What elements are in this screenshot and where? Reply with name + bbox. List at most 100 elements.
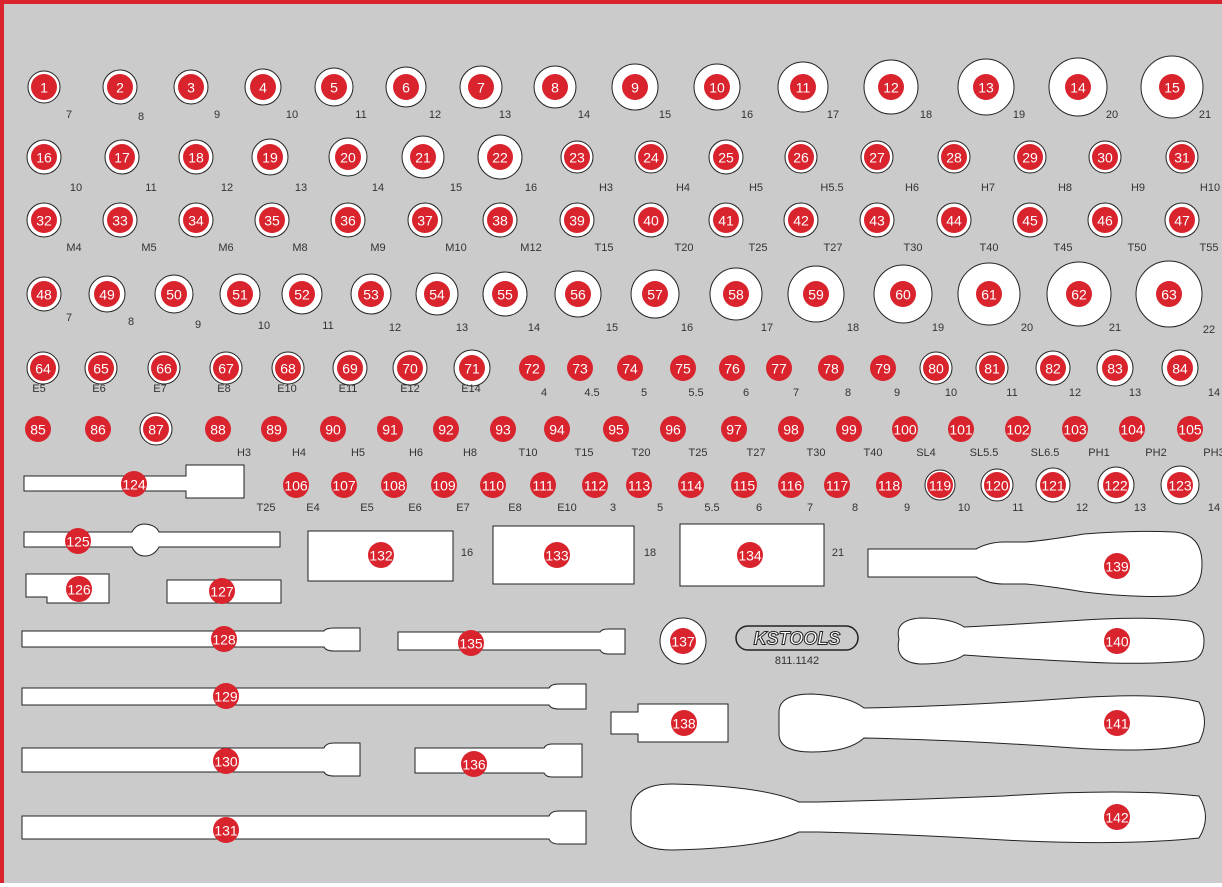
number-badge-label: 79	[875, 361, 891, 377]
number-badge-label: 30	[1097, 150, 1113, 166]
socket-size-label: M10	[445, 242, 466, 254]
extension-135-slot	[398, 629, 625, 654]
number-badge-label: 47	[1174, 213, 1190, 229]
socket-number-badge: 65	[88, 355, 114, 381]
socket-number-badge: 102	[1005, 416, 1031, 442]
number-badge-label: 16	[36, 150, 52, 166]
socket-number-badge: 100	[892, 416, 918, 442]
socket-size-label: T30	[807, 447, 826, 459]
number-badge-label: 113	[628, 478, 651, 494]
number-badge-label: 89	[266, 422, 282, 438]
number-badge-label: 55	[497, 287, 513, 303]
size-label-t25: T25	[257, 502, 276, 514]
socket-size-label: 13	[499, 109, 511, 121]
number-badge-label: 29	[1022, 150, 1038, 166]
number-badge-label: 1	[40, 80, 48, 96]
socket-size-label: H4	[676, 182, 690, 194]
number-badge-label: 62	[1071, 287, 1087, 303]
socket-number-badge: 38	[487, 207, 513, 233]
number-badge-label: 33	[112, 213, 128, 229]
socket-size-label: 11	[145, 182, 156, 194]
socket-number-badge: 118	[876, 472, 902, 498]
number-badge-label: 87	[148, 422, 164, 438]
article-number: 811.1142	[775, 655, 819, 667]
number-badge-label: 8	[551, 80, 559, 96]
socket-size-label: 14	[528, 322, 540, 334]
number-badge-label: 9	[631, 80, 639, 96]
socket-size-label: 5.5	[688, 387, 703, 399]
number-badge-label: 108	[382, 478, 406, 494]
number-badge-label: 94	[549, 422, 565, 438]
number-badge-label: 63	[1161, 287, 1177, 303]
number-badge-label: 39	[569, 213, 585, 229]
ratchet-handle-140-slot	[898, 618, 1204, 664]
number-badge-label: 75	[675, 361, 691, 377]
tool-number-badge: 127	[209, 578, 235, 604]
socket-size-label: T10	[519, 447, 538, 459]
socket-size-label: 7	[793, 387, 799, 399]
socket-number-badge: 2	[107, 74, 133, 100]
socket-size-label: T55	[1200, 242, 1219, 254]
socket-size-label: 8	[128, 316, 134, 328]
socket-size-label: 7	[66, 109, 72, 121]
socket-size-label: 10	[70, 182, 82, 194]
socket-size-label: H7	[981, 182, 995, 194]
socket-size-label: 13	[456, 322, 468, 334]
socket-size-label: 5	[657, 502, 663, 514]
socket-slot: 4	[541, 387, 547, 399]
socket-slot: E6	[408, 502, 421, 514]
socket-number-badge: 71	[459, 355, 485, 381]
number-badge-label: 126	[67, 582, 91, 598]
socket-number-badge: 35	[259, 207, 285, 233]
socket-number-badge: 49	[94, 281, 120, 307]
socket-size-label: E8	[508, 502, 521, 514]
socket-size-label: 19	[1013, 109, 1025, 121]
socket-size-label: 19	[932, 322, 944, 334]
number-badge-label: 31	[1174, 150, 1190, 166]
socket-size-label: 7	[66, 312, 72, 324]
socket-number-badge: 45	[1017, 207, 1043, 233]
socket-size-label: 17	[827, 109, 839, 121]
socket-number-badge: 103	[1062, 416, 1088, 442]
adapter-138-slot	[611, 704, 728, 742]
socket-number-badge: 117	[824, 472, 850, 498]
tool-number-badge: 126	[66, 576, 92, 602]
socket-size-label: 15	[606, 322, 618, 334]
tool-cutout	[898, 618, 1204, 664]
socket-size-label: E4	[306, 502, 319, 514]
number-badge-label: 35	[264, 213, 280, 229]
socket-number-badge: 105	[1177, 416, 1203, 442]
number-badge-label: 14	[1070, 80, 1086, 96]
tool-number-badge: 141	[1104, 710, 1130, 736]
socket-number-badge: 37	[412, 207, 438, 233]
number-badge-label: 95	[608, 422, 624, 438]
socket-number-badge: 53	[358, 281, 384, 307]
socket-number-badge: 110	[480, 472, 506, 498]
socket-slot: 6	[756, 502, 762, 514]
socket-size-label: M6	[218, 242, 233, 254]
number-badge-label: 37	[417, 213, 433, 229]
number-badge-label: 40	[643, 213, 659, 229]
socket-number-badge: 70	[397, 355, 423, 381]
socket-size-label: M5	[141, 242, 156, 254]
socket-number-badge: 57	[642, 281, 668, 307]
socket-number-badge: 23	[564, 144, 590, 170]
tool-cutout	[398, 629, 625, 654]
socket-size-label: 12	[389, 322, 401, 334]
number-badge-label: 138	[672, 716, 696, 732]
number-badge-label: 132	[369, 548, 393, 564]
number-badge-label: 32	[36, 213, 52, 229]
socket-number-badge: 34	[183, 207, 209, 233]
socket-number-badge: 92	[433, 416, 459, 442]
socket-number-badge: 10	[704, 74, 730, 100]
number-badge-label: 51	[232, 287, 248, 303]
socket-size-label: SL5.5	[970, 447, 999, 459]
socket-size-label: E7	[456, 502, 469, 514]
number-badge-label: 3	[187, 80, 195, 96]
socket-size-label: M9	[370, 242, 385, 254]
socket-size-label: E8	[217, 383, 230, 395]
socket-number-badge: 46	[1092, 207, 1118, 233]
socket-size-label: 10	[286, 109, 298, 121]
